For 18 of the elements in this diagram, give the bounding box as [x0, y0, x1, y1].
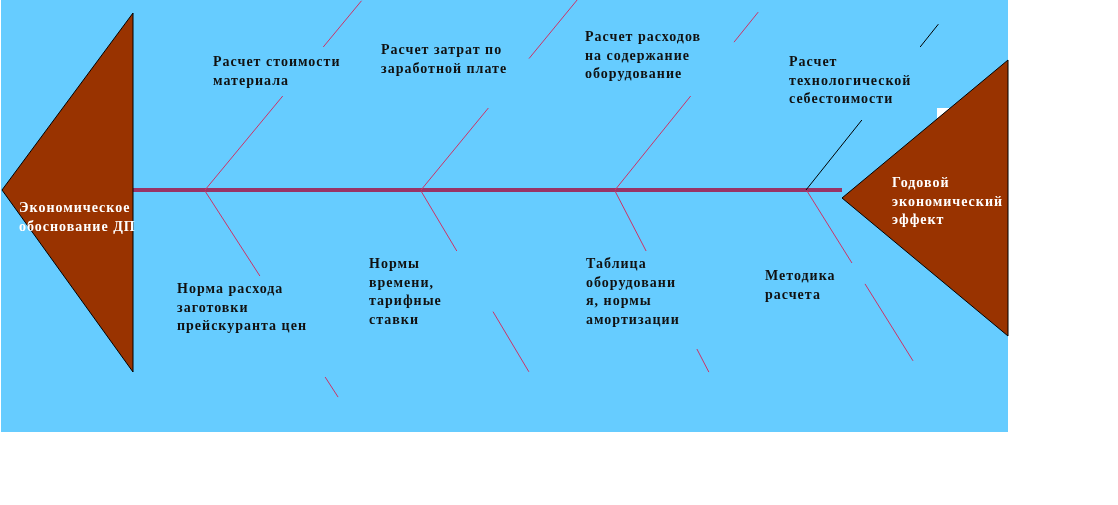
- cause-label: Норма расхода заготовки прейскуранта цен: [177, 280, 308, 335]
- cause-label: Расчет стоимости материала: [213, 53, 342, 90]
- cause-label: Расчет затрат по заработной плате: [381, 41, 509, 78]
- spine-line: [133, 188, 842, 192]
- bone-line: [204, 0, 362, 191]
- bone-line: [420, 0, 578, 191]
- bone-line: [806, 190, 914, 362]
- head-label: Годовой экономический эффект: [892, 174, 1005, 229]
- bone-line: [420, 190, 530, 373]
- bone-line: [614, 190, 710, 373]
- cause-label: Расчет технологической себестоимости: [789, 53, 913, 108]
- bone-line: [614, 11, 759, 191]
- cause-label: Таблица оборудовани я, нормы амортизации: [586, 255, 681, 329]
- cause-label: Методика расчета: [765, 267, 837, 304]
- bone-line: [805, 23, 939, 191]
- cause-label: Нормы времени, тарифные ставки: [369, 255, 443, 329]
- bone-line: [204, 190, 339, 398]
- cause-label: Расчет расходов на содержание оборудование: [585, 28, 703, 83]
